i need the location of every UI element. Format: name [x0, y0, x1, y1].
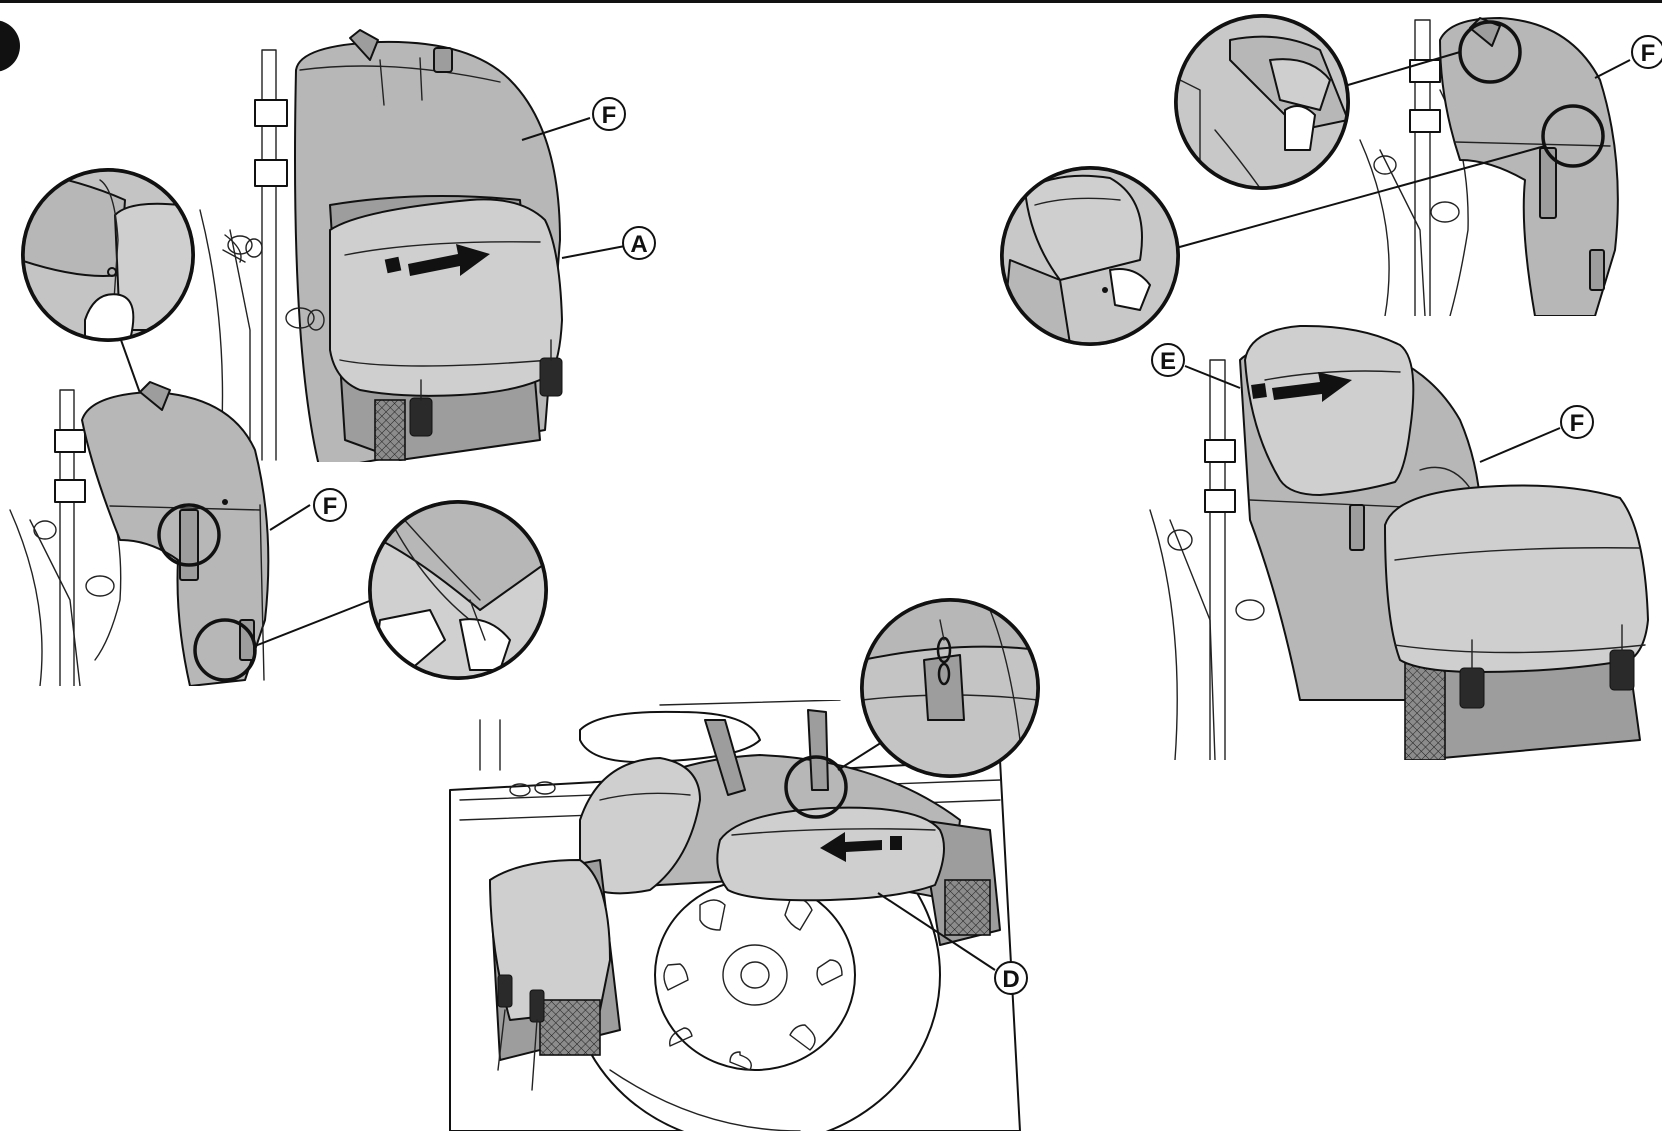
svg-text:F: F: [323, 493, 338, 520]
leader-zoom-4: [1175, 145, 1546, 249]
panel-right: [1149, 324, 1649, 760]
leader-f-mid-left: [269, 504, 311, 531]
svg-text:A: A: [630, 231, 647, 258]
arrow-left-icon: [820, 832, 902, 862]
leader-f-mid-right: [1479, 427, 1561, 463]
marker-strap-hook: [784, 755, 848, 819]
callout-a: A: [622, 226, 656, 260]
leader-f-top-right: [1594, 59, 1631, 79]
marker-strap-clip: [157, 503, 221, 567]
leader-f-top-left: [521, 117, 591, 141]
svg-text:F: F: [602, 102, 617, 129]
marker-side-clip: [1541, 104, 1605, 168]
step-badge: [0, 20, 20, 72]
leader-d: [877, 892, 996, 971]
leader-a: [561, 245, 626, 259]
panel-top-right: [1359, 17, 1619, 316]
leader-e: [1184, 365, 1241, 389]
leader-zoom-3: [1347, 51, 1461, 86]
arrow-right-icon: [1251, 372, 1352, 402]
svg-text:E: E: [1160, 348, 1176, 375]
zoom-detail-side-clip: [1000, 166, 1180, 346]
zoom-detail-bottom-clip: [368, 500, 548, 680]
callout-f-top-left: F: [592, 97, 626, 131]
panel-mid-left: [9, 381, 270, 686]
callout-e: E: [1151, 343, 1185, 377]
zoom-detail-top-hook: [1174, 14, 1350, 190]
callout-f-mid-left: F: [313, 488, 347, 522]
arrow-right-icon: [384, 244, 490, 276]
marker-bottom-clip: [193, 618, 257, 682]
zoom-detail-flap-hook: [21, 168, 195, 342]
callout-f-mid-right: F: [1560, 405, 1594, 439]
zoom-detail-strap-hook: [860, 598, 1040, 778]
callout-f-top-right: F: [1631, 35, 1662, 69]
panel-bottom-center: [449, 700, 1021, 1131]
svg-text:D: D: [1002, 966, 1019, 993]
callout-d: D: [994, 961, 1028, 995]
svg-text:F: F: [1641, 40, 1656, 67]
panel-top-left: [199, 29, 563, 462]
leader-zoom-2: [254, 599, 373, 647]
svg-text:F: F: [1570, 410, 1585, 437]
